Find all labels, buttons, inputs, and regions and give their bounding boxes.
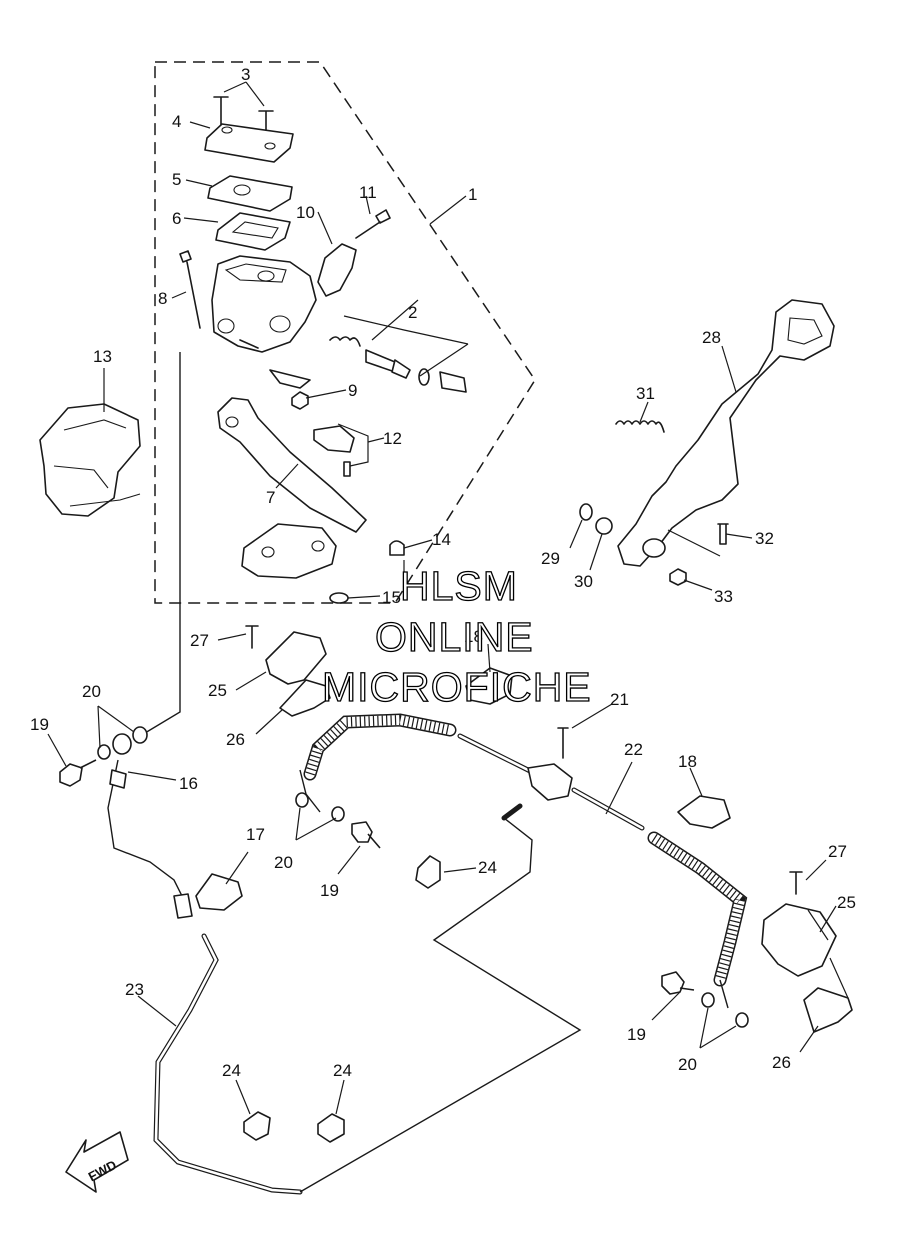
bolt-32 <box>717 523 729 545</box>
callout-14: 14 <box>432 530 451 549</box>
callout-4: 4 <box>172 112 181 131</box>
callout-25b: 25 <box>837 893 856 912</box>
spring-31 <box>615 420 665 433</box>
switch-12 <box>313 425 355 453</box>
callout-25a: 25 <box>208 681 227 700</box>
clamp-18b <box>677 795 731 829</box>
banjo-bolt-19c <box>661 971 695 995</box>
callout-3: 3 <box>241 65 250 84</box>
callout-18a: 18 <box>464 627 483 646</box>
clamp-10 <box>317 243 357 297</box>
hand-guard <box>39 403 141 517</box>
callout-7: 7 <box>266 488 275 507</box>
diaphragm <box>215 212 291 251</box>
callout-15: 15 <box>382 588 401 607</box>
callout-12: 12 <box>383 429 402 448</box>
piston-kit <box>329 299 469 393</box>
washer-15 <box>329 592 349 604</box>
callout-2: 2 <box>408 303 417 322</box>
callout-9: 9 <box>348 381 357 400</box>
callout-17: 17 <box>246 825 265 844</box>
callout-29: 29 <box>541 549 560 568</box>
callout-16: 16 <box>179 774 198 793</box>
callout-10: 10 <box>296 203 315 222</box>
watermark: HLSM ONLINE MICROFICHE <box>321 562 592 710</box>
diaphragm-plate <box>207 175 293 212</box>
holder-25b <box>761 903 837 977</box>
callout-8: 8 <box>158 289 167 308</box>
watermark-line1: HLSM <box>400 563 518 609</box>
callout-26b: 26 <box>772 1053 791 1072</box>
callout-11: 11 <box>359 183 377 202</box>
callout-20a: 20 <box>82 682 101 701</box>
callout-27b: 27 <box>828 842 847 861</box>
watermark-line3: MICROFICHE <box>322 664 592 710</box>
clamp-26a <box>279 679 331 717</box>
nut-9 <box>291 391 309 410</box>
clip-17 <box>195 873 243 911</box>
callout-22: 22 <box>624 740 643 759</box>
brake-lever <box>217 397 367 533</box>
lower-bracket <box>241 523 337 579</box>
reservoir-cap <box>204 123 294 163</box>
callout-24c: 24 <box>333 1061 352 1080</box>
clip-24a <box>415 855 441 889</box>
callout-24a: 24 <box>478 858 497 877</box>
callout-18b: 18 <box>678 752 697 771</box>
bolt-8 <box>179 250 201 329</box>
callout-13: 13 <box>93 347 112 366</box>
clamp-26b <box>803 987 853 1033</box>
pivot-14 <box>389 540 405 556</box>
leader-lines <box>47 81 849 1115</box>
callout-23: 23 <box>125 980 144 999</box>
callout-20b: 20 <box>274 853 293 872</box>
watermark-line2: ONLINE <box>375 614 534 660</box>
master-cylinder-group <box>179 96 469 604</box>
brake-pedal <box>617 299 835 567</box>
banjo-bolt-19a <box>59 759 97 787</box>
fittings <box>59 625 803 1028</box>
assembly-boundary <box>154 61 536 604</box>
clip-24b <box>243 1111 271 1141</box>
brake-lines <box>107 352 748 1195</box>
callout-31: 31 <box>636 384 655 403</box>
clip-24c <box>317 1113 345 1143</box>
callout-32: 32 <box>755 529 774 548</box>
bolt-27b <box>789 871 803 895</box>
brake-pedal-group <box>579 299 835 586</box>
cylinder-body <box>211 255 317 353</box>
brake-hose-16 <box>107 759 187 905</box>
callout-33: 33 <box>714 587 733 606</box>
callout-27a: 27 <box>190 631 209 650</box>
callout-30: 30 <box>574 572 593 591</box>
callout-5: 5 <box>172 170 181 189</box>
callout-20c: 20 <box>678 1055 697 1074</box>
callout-6: 6 <box>172 209 181 228</box>
banjo-bolt-19b <box>351 821 381 849</box>
callout-19a: 19 <box>30 715 49 734</box>
washer-30 <box>595 517 613 535</box>
nut-33 <box>669 568 687 586</box>
holder-25a <box>265 631 327 685</box>
bolt-11 <box>355 209 391 239</box>
bolt-21 <box>557 727 569 759</box>
callout-19b: 19 <box>320 881 339 900</box>
callout-labels: 3 4 5 6 8 1 11 10 2 9 12 7 13 14 15 28 3… <box>30 65 856 1080</box>
callout-26a: 26 <box>226 730 245 749</box>
clips <box>195 631 853 1143</box>
washer-29 <box>579 503 593 521</box>
callout-19c: 19 <box>627 1025 646 1044</box>
cover-screws <box>213 96 274 134</box>
callout-21: 21 <box>610 690 629 709</box>
fwd-arrow-icon: FWD <box>65 1131 129 1193</box>
bolt-27a <box>245 625 259 649</box>
callout-24b: 24 <box>222 1061 241 1080</box>
callout-1: 1 <box>468 185 477 204</box>
callout-28: 28 <box>702 328 721 347</box>
